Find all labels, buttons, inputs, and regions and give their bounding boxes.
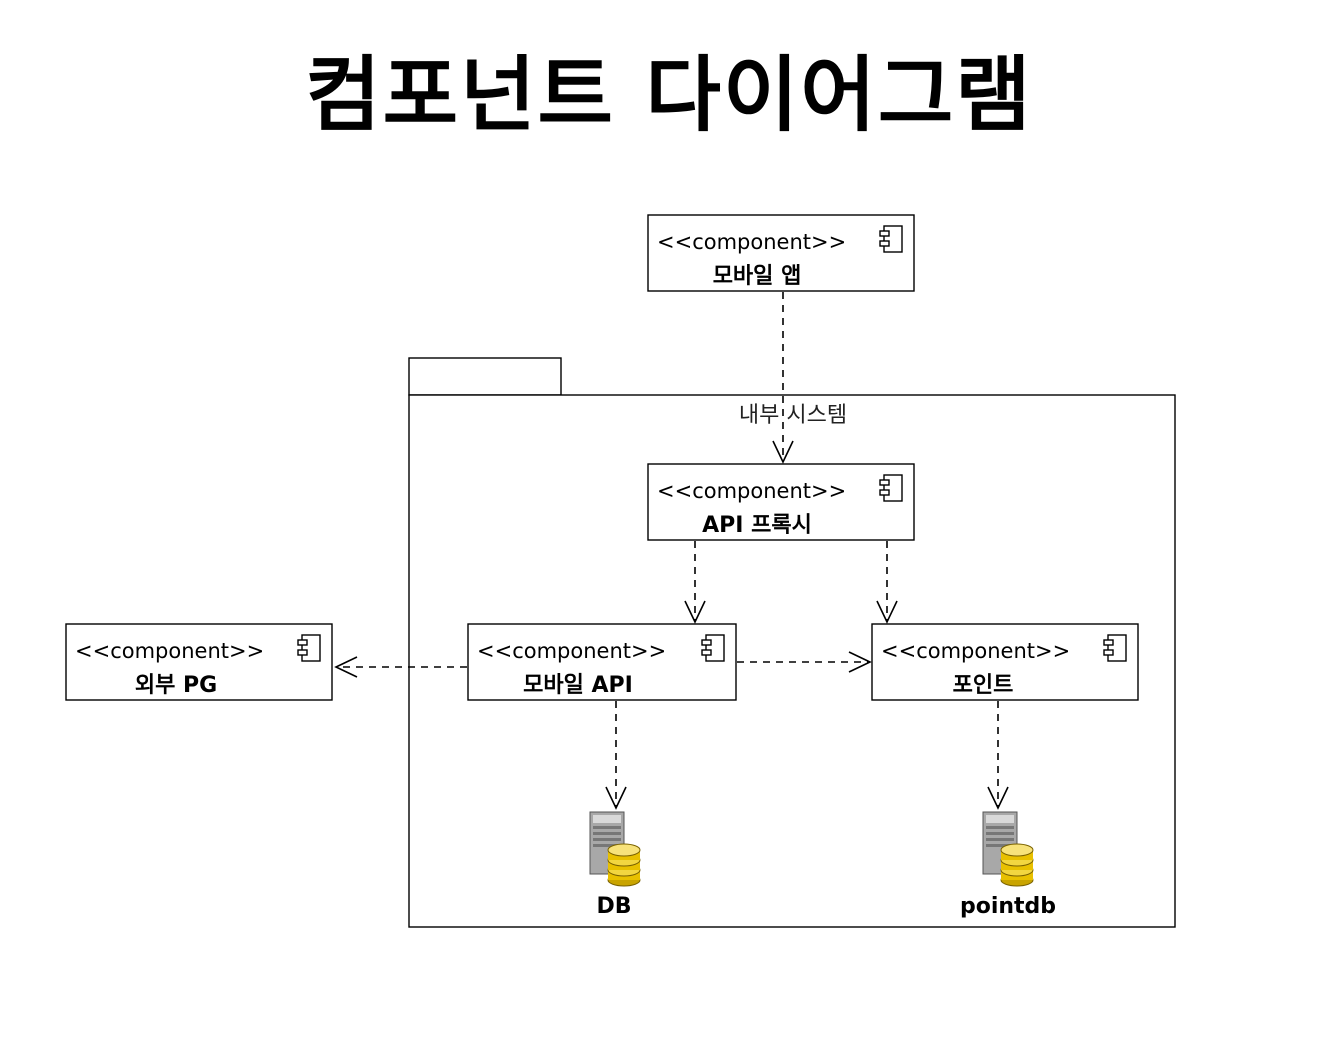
component-name: API 프록시 <box>702 513 812 538</box>
component-point[interactable]: <<component>> 포인트 <box>871 623 1139 701</box>
stereotype-label: <<component>> <box>477 639 666 663</box>
database-name: DB <box>596 894 631 919</box>
page-title: 컴포넌트 다이어그램 <box>305 48 1033 143</box>
dependency-mobile-api-to-point <box>737 651 872 673</box>
component-mobile-api[interactable]: <<component>> 모바일 API <box>467 623 737 701</box>
dependency-api-proxy-to-point <box>876 541 898 624</box>
stereotype-label: <<component>> <box>657 479 846 503</box>
component-name: 모바일 앱 <box>713 264 802 289</box>
component-name: 포인트 <box>953 673 1014 698</box>
database-name: pointdb <box>960 894 1056 919</box>
stereotype-label: <<component>> <box>657 230 846 254</box>
dependency-mobile-api-to-db <box>605 701 627 810</box>
database-db[interactable]: DB <box>589 811 641 919</box>
component-api-proxy[interactable]: <<component>> API 프록시 <box>647 463 915 541</box>
component-mobile-app[interactable]: <<component>> 모바일 앱 <box>647 214 915 292</box>
dependency-api-proxy-to-mobile-api <box>684 541 706 624</box>
component-external-pg[interactable]: <<component>> 외부 PG <box>65 623 333 701</box>
stereotype-label: <<component>> <box>75 639 264 663</box>
component-name: 외부 PG <box>135 673 217 698</box>
dependency-mobile-app-to-api-proxy <box>772 292 794 464</box>
component-icon <box>1103 634 1127 662</box>
dependency-point-to-pointdb <box>987 701 1009 810</box>
package-tab <box>408 357 562 396</box>
package-name: 내부 시스템 <box>739 403 847 428</box>
database-pointdb[interactable]: pointdb <box>960 811 1056 919</box>
stereotype-label: <<component>> <box>881 639 1070 663</box>
dependency-mobile-api-to-external-pg <box>334 656 467 678</box>
component-name: 모바일 API <box>523 673 633 698</box>
